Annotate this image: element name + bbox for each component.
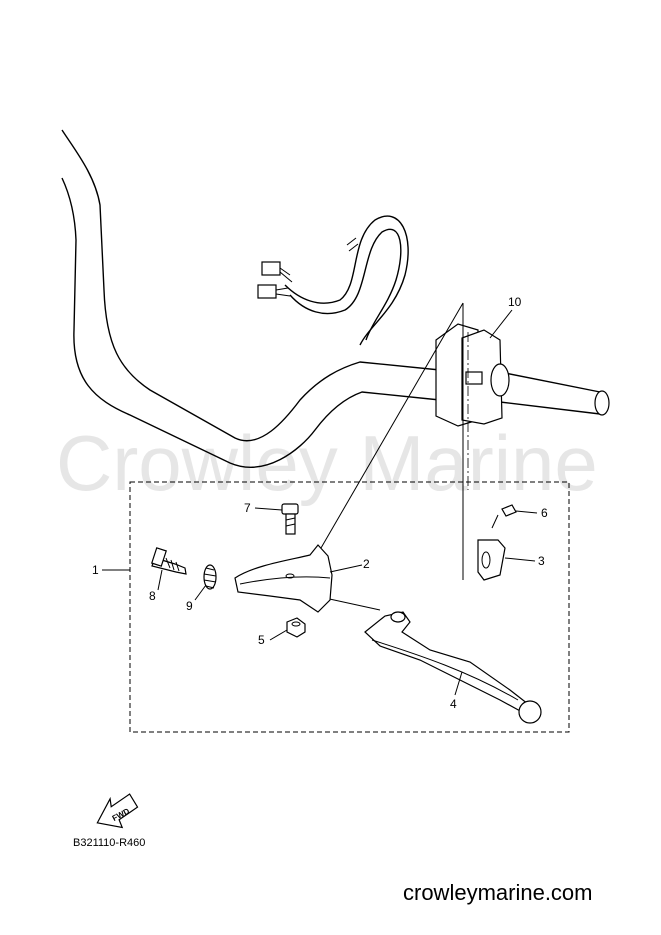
wire-harness: [257, 215, 409, 346]
callout-2: 2: [363, 557, 370, 571]
callout-7: 7: [244, 501, 251, 515]
pivot-bolt: [281, 503, 299, 535]
diagram-code: B321110-R460: [73, 837, 145, 849]
callout-5: 5: [258, 633, 265, 647]
fwd-arrow-icon: FWD: [96, 793, 139, 829]
callout-1: 1: [92, 563, 99, 577]
leader-lines: [102, 309, 538, 696]
adjuster-bolt: [151, 547, 187, 575]
lever-clamp: [477, 504, 517, 581]
connector-upper: [261, 261, 281, 276]
callout-10: 10: [508, 295, 522, 309]
callout-3: 3: [538, 554, 545, 568]
lever-assembly-boundary: [129, 481, 570, 733]
callout-9: 9: [186, 599, 193, 613]
adjuster-spring: [203, 564, 217, 590]
connector-lower: [257, 284, 277, 299]
lever-holder: [234, 544, 333, 613]
callout-6: 6: [541, 506, 548, 520]
lever-nut: [286, 617, 306, 638]
handlebar: [61, 129, 610, 468]
handlebar-switch: [435, 323, 510, 427]
callout-4: 4: [450, 697, 457, 711]
clutch-lever: [364, 611, 542, 724]
callout-8: 8: [149, 589, 156, 603]
watermark: Crowley Marine: [56, 419, 598, 507]
site-footer: crowleymarine.com: [403, 880, 593, 905]
